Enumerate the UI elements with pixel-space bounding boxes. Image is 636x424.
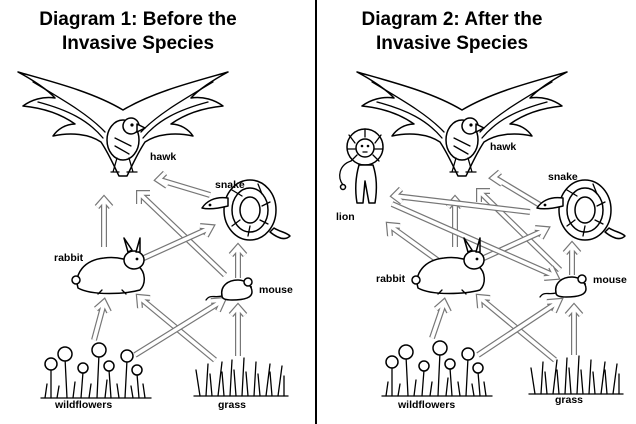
- rabbit-illustration: [72, 238, 144, 294]
- arrow-snake-to-lion: [394, 189, 530, 212]
- arrow-grass-to-mouse: [231, 307, 245, 356]
- lion-illustration: [340, 129, 383, 203]
- arrow-grass-to-mouse-2: [567, 307, 581, 355]
- grass-illustration-2: [529, 356, 623, 394]
- label-mouse: mouse: [259, 284, 293, 296]
- diagram-2-title-line1: Diagram 2: After the: [362, 9, 543, 30]
- arrow-wildflowers-to-rabbit-2: [432, 302, 449, 338]
- mouse-illustration: [206, 278, 252, 300]
- diagram-2-title-line2: Invasive Species: [376, 33, 528, 54]
- grass-illustration: [194, 358, 288, 396]
- arrow-rabbit-to-snake: [135, 226, 211, 262]
- arrow-rabbit-to-lion: [389, 225, 440, 262]
- wildflowers-illustration-2: [382, 341, 492, 396]
- arrow-rabbit-to-hawk: [97, 199, 111, 247]
- label-grass: grass: [218, 399, 246, 411]
- label-wildflowers-2: wildflowers: [397, 399, 455, 411]
- hawk-illustration: [18, 72, 228, 176]
- diagram-1-title-line1: Diagram 1: Before the: [39, 9, 236, 30]
- label-wildflowers: wildflowers: [54, 399, 112, 411]
- diagram-2: Diagram 2: After the Invasive Species: [336, 9, 627, 411]
- label-hawk-2: hawk: [490, 141, 516, 153]
- arrow-snake-to-hawk: [158, 173, 210, 195]
- label-grass-2: grass: [555, 394, 583, 406]
- arrow-mouse-to-snake-2: [565, 245, 579, 275]
- arrow-wildflowers-to-rabbit: [94, 302, 109, 340]
- label-snake-2: snake: [548, 171, 578, 183]
- hawk-illustration-2: [357, 72, 567, 176]
- label-rabbit-2: rabbit: [376, 273, 406, 285]
- label-rabbit: rabbit: [54, 252, 84, 264]
- diagram-1: Diagram 1: Before the Invasive Species: [18, 9, 293, 411]
- diagram-1-title-line2: Invasive Species: [62, 33, 214, 54]
- arrow-snake-to-hawk-2: [493, 172, 540, 205]
- arrow-mouse-to-snake: [231, 247, 245, 278]
- wildflowers-illustration: [41, 343, 151, 398]
- label-mouse-2: mouse: [593, 274, 627, 286]
- label-hawk: hawk: [150, 151, 176, 163]
- snake-illustration-2: [537, 180, 625, 240]
- label-snake: snake: [215, 179, 245, 191]
- label-lion: lion: [336, 211, 355, 223]
